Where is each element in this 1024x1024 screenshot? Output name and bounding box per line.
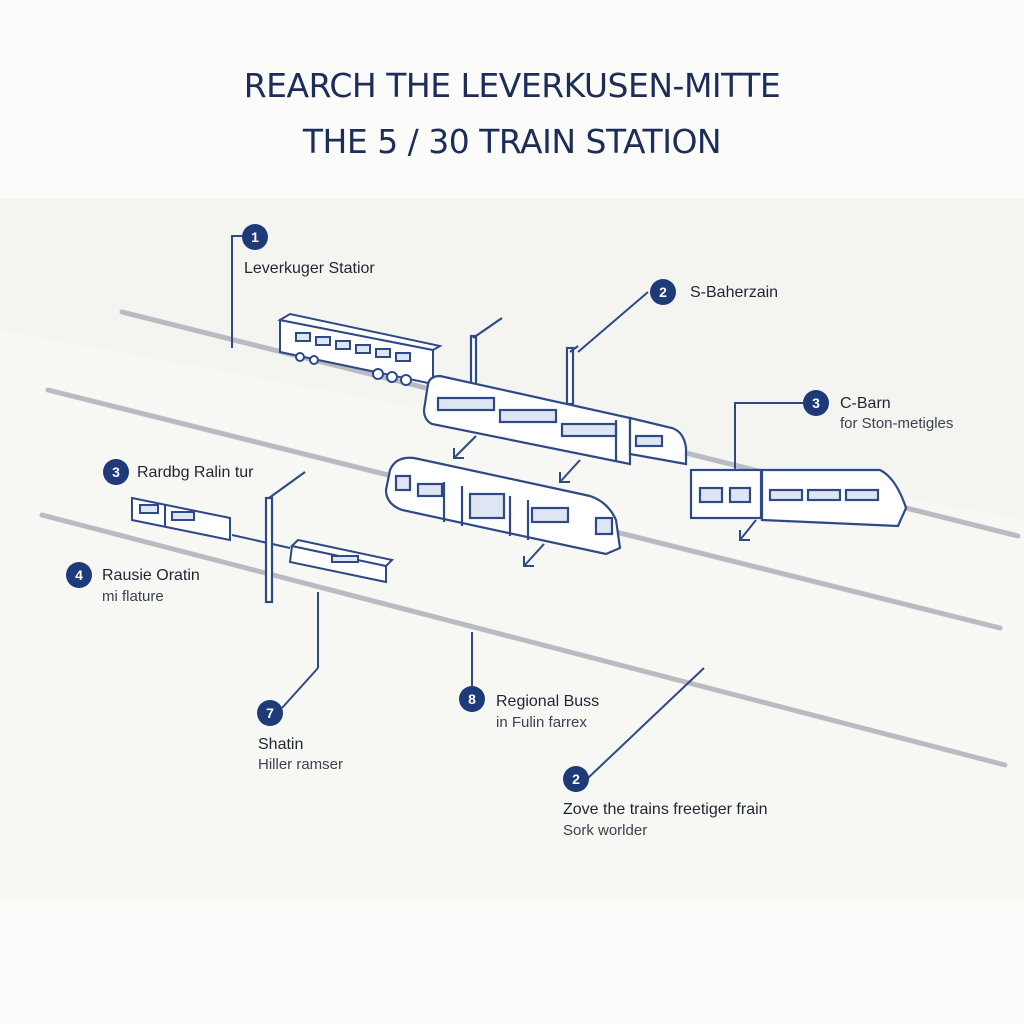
track-bottom: [39, 512, 1008, 768]
pole-right: [565, 346, 575, 406]
callout-label: Regional Buss: [496, 693, 600, 710]
arrow-icon: [559, 459, 581, 483]
callout-sublabel: for Ston-metigles: [840, 415, 954, 432]
pole-right-arm: [569, 345, 579, 353]
catenary-poles: [264, 317, 579, 604]
arrow-icon: [739, 519, 757, 541]
leader-7: [281, 667, 319, 709]
callout-sublabel: in Fulin farrex: [496, 714, 587, 731]
leader-2: [577, 291, 649, 353]
modern-train-front-icon: [384, 456, 622, 556]
diagram-title: REARCH THE LEVERKUSEN-MITTE THE 5 / 30 T…: [0, 58, 1024, 170]
platform-module-icon: [288, 538, 395, 584]
callout-number-badge: 4: [66, 562, 92, 588]
callout-number-badge: 3: [103, 459, 129, 485]
direction-arrows: [453, 435, 757, 567]
distant-passenger-car-icon: [277, 312, 443, 386]
callout-number-badge: 7: [257, 700, 283, 726]
callout-label: C-Barn: [840, 395, 891, 412]
small-service-train-icon: [131, 496, 231, 542]
leader-4: [231, 534, 291, 549]
callout-label: Rausie Oratin: [102, 567, 200, 584]
pole-left: [264, 496, 274, 604]
callout-sublabel: mi flature: [102, 588, 164, 605]
callout-number-badge: 1: [242, 224, 268, 250]
callout-number-badge: 2: [650, 279, 676, 305]
arrow-icon: [453, 435, 477, 459]
title-line-1: REARCH THE LEVERKUSEN-MITTE: [243, 66, 781, 105]
callout-label: Zove the trains freetiger frain: [563, 801, 768, 818]
pole-left-arm: [268, 471, 306, 499]
callout-label: Shatin: [258, 736, 304, 753]
leader-2b: [587, 667, 705, 779]
title-line-2: THE 5 / 30 TRAIN STATION: [302, 122, 722, 161]
callout-number-badge: 3: [803, 390, 829, 416]
callout-label: S-Baherzain: [690, 284, 779, 301]
pole-center: [469, 334, 478, 388]
callout-sublabel: Sork worlder: [563, 822, 648, 839]
arrow-icon: [523, 543, 545, 567]
right-train-icon: [689, 468, 908, 528]
regional-train-upper-icon: [422, 374, 688, 466]
callout-sublabel: Hiller ramser: [258, 756, 344, 773]
callout-number-badge: 2: [563, 766, 589, 792]
pole-center-arm: [472, 317, 503, 339]
callout-leaders: [231, 235, 803, 779]
leader-1: [231, 235, 242, 348]
callout-label: Rardbg Ralin tur: [137, 464, 254, 481]
leader-3: [734, 402, 803, 470]
callout-label: Leverkuger Statior: [244, 260, 375, 277]
callout-number-badge: 8: [459, 686, 485, 712]
